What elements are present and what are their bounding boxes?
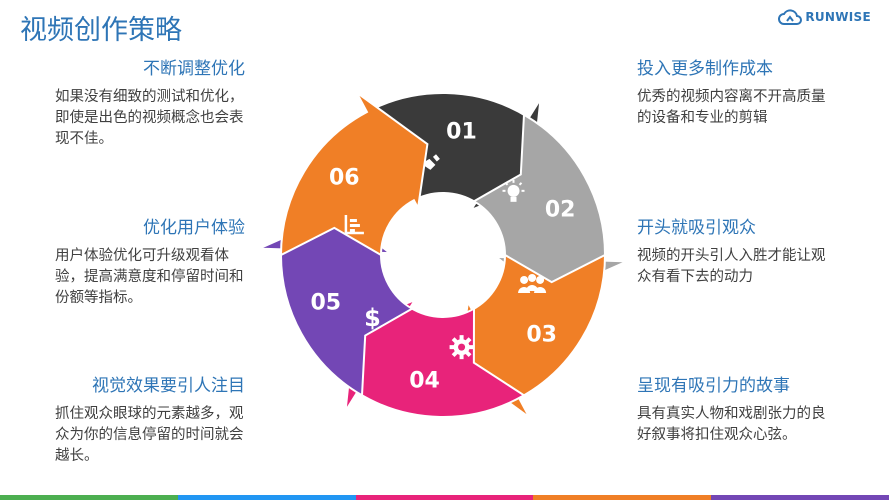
item-text: 视频的开头引人入胜才能让观众有看下去的动力 [637,248,826,285]
segment-number: 01 [446,119,477,144]
item-text: 如果没有细致的测试和优化，即使是出色的视频概念也会表现不佳。 [55,89,244,147]
item-heading: 开头就吸引观众 [637,218,756,238]
cycle-segment-06: 06 [279,91,429,257]
dollar-icon: $ [364,304,381,332]
segment-number: 06 [329,166,360,191]
item-text: 优秀的视频内容离不开高质量的设备和专业的剪辑 [637,89,826,126]
item-heading: 视觉效果要引人注目 [92,376,245,396]
item-heading: 呈现有吸引力的故事 [637,376,790,396]
svg-text:$: $ [364,304,381,332]
bar-segment [177,495,356,500]
item-optimize: 不断调整优化 如果没有细致的测试和优化，即使是出色的视频概念也会表现不佳。 [15,58,245,150]
logo-text: RUNWISE [805,10,871,24]
bottom-color-bar [0,495,889,500]
cycle-segment-01: 01 [360,92,542,212]
segment-number: 02 [545,198,576,223]
bar-segment [533,495,712,500]
item-user-experience: 优化用户体验 用户体验优化可升级观看体验，提高满意度和停留时间和份额等指标。 [15,217,245,309]
item-text: 用户体验优化可升级观看体验，提高满意度和停留时间和份额等指标。 [55,248,244,306]
people-icon [518,273,547,293]
item-heading: 投入更多制作成本 [637,59,773,79]
item-visual-effects: 视觉效果要引人注目 抓住观众眼球的元素越多，观众为你的信息停留的时间就会越长。 [15,375,245,467]
item-heading: 不断调整优化 [143,59,245,79]
bar-segment [711,495,889,500]
bar-segment [355,495,534,500]
cloud-logo-icon [778,9,803,25]
segment-arrow [279,91,429,257]
chart-icon [344,215,364,235]
segment-number: 04 [409,369,440,394]
item-hook-audience: 开头就吸引观众 视频的开头引人入胜才能让观众有看下去的动力 [637,217,837,288]
segment-number: 05 [311,290,342,315]
item-text: 具有真实人物和戏剧张力的良好叙事将扣住观众心弦。 [637,406,826,443]
item-story: 呈现有吸引力的故事 具有真实人物和戏剧张力的良好叙事将扣住观众心弦。 [637,375,837,446]
item-text: 抓住观众眼球的元素越多，观众为你的信息停留的时间就会越长。 [55,406,244,464]
segment-number: 03 [526,322,557,347]
brand-logo: RUNWISE [778,8,871,26]
page-title: 视频创作策略 [20,15,182,46]
item-heading: 优化用户体验 [143,218,245,238]
gear-icon [449,335,474,360]
item-production-cost: 投入更多制作成本 优秀的视频内容离不开高质量的设备和专业的剪辑 [637,58,837,129]
lightbulb-icon [502,179,525,202]
bar-segment [0,495,178,500]
